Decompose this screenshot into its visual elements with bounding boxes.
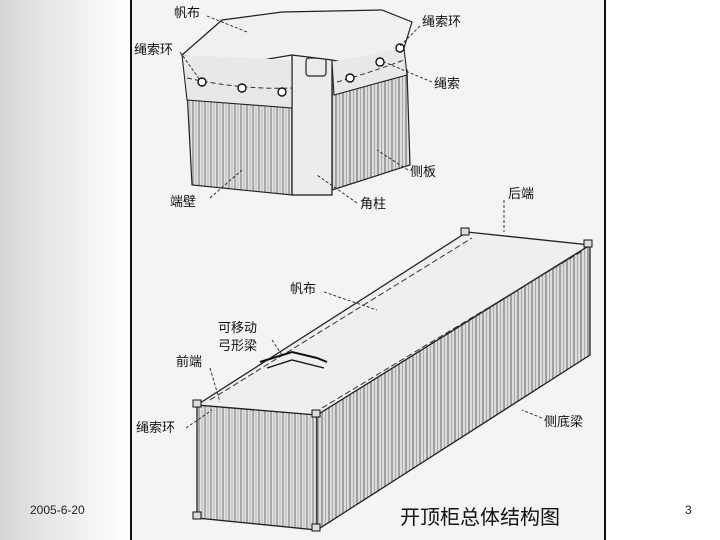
label-rope: 绳索 — [434, 77, 460, 92]
label-side-bottom-rail: 侧底梁 — [544, 414, 583, 430]
slide-page-number: 3 — [685, 503, 692, 517]
detail-rope-rings — [197, 43, 405, 97]
slide-background-gradient — [0, 0, 130, 540]
detail-view: 帆布 绳索环 绳索环 绳索 侧板 端壁 角柱 — [134, 6, 461, 212]
open-top-container-drawing: 帆布 绳索环 绳索环 绳索 侧板 端壁 角柱 — [134, 6, 593, 532]
label-movable-line2: 弓形梁 — [218, 339, 257, 354]
slide-date: 2005-6-20 — [30, 503, 85, 517]
label-end-wall: 端壁 — [170, 195, 196, 210]
label-side-panel: 侧板 — [410, 165, 436, 180]
label-front-end: 前端 — [176, 354, 202, 370]
label-rope-ring-main: 绳索环 — [136, 421, 175, 436]
label-tarpaulin-detail: 帆布 — [174, 6, 200, 21]
label-tarpaulin-main: 帆布 — [290, 282, 316, 297]
label-rope-ring-left: 绳索环 — [134, 43, 173, 58]
label-corner-post: 角柱 — [360, 197, 386, 212]
main-view: 后端 帆布 可移动 弓形梁 前端 绳索环 侧底梁 — [136, 187, 593, 532]
label-rope-ring-right: 绳索环 — [422, 15, 461, 30]
label-movable-line1: 可移动 — [218, 321, 257, 336]
movable-bow-beam — [259, 350, 328, 363]
container-front-end — [196, 404, 318, 531]
detail-corner-post — [291, 54, 333, 196]
corner-fittings — [192, 227, 593, 532]
label-rear-end: 后端 — [508, 187, 534, 202]
figure-caption: 开顶柜总体结构图 — [400, 505, 560, 529]
container-diagram: 帆布 绳索环 绳索环 绳索 侧板 端壁 角柱 — [130, 0, 606, 540]
